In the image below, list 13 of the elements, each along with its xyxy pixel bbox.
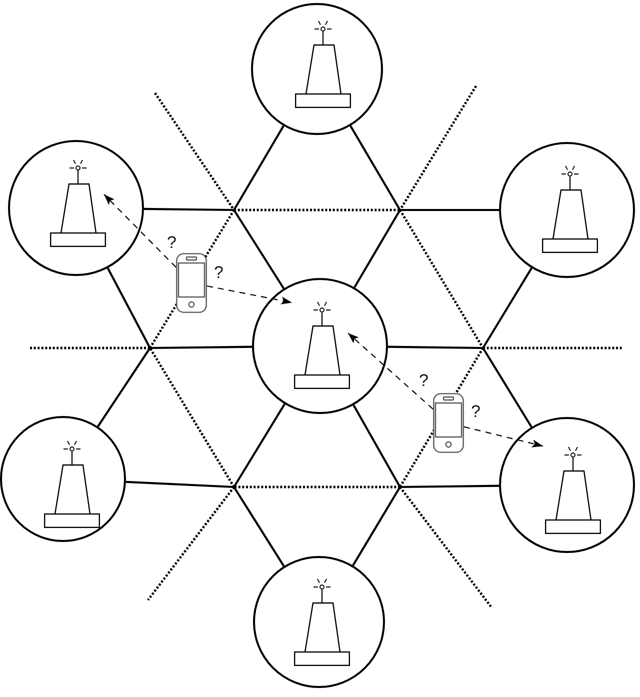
- cell-tower-icon: [50, 159, 106, 247]
- cell-tower-icon: [44, 440, 100, 528]
- phone-icon: [176, 253, 207, 313]
- phone-icon: [433, 393, 464, 453]
- dashed-arrow: [464, 426, 544, 448]
- cell-tower-icon: [294, 301, 350, 389]
- cell-tower-icon: [295, 20, 351, 108]
- cell-tower-icon: [542, 165, 598, 253]
- cell-tower-icon: [294, 578, 350, 666]
- dashed-arrow: [104, 194, 176, 268]
- cell-tower-icon: [545, 446, 601, 534]
- dashed-arrow: [348, 332, 434, 410]
- dashed-arrow: [206, 285, 292, 304]
